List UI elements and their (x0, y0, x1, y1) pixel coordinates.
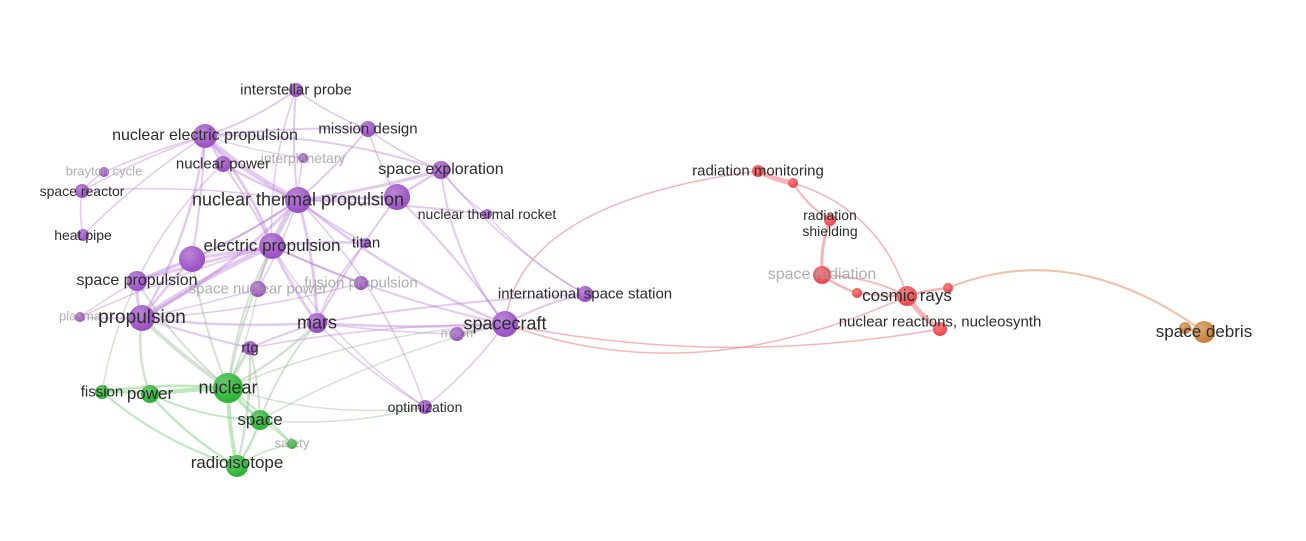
graph-node-ntr[interactable] (482, 209, 492, 219)
graph-node-nep[interactable] (193, 124, 217, 148)
network-edge (140, 316, 319, 327)
graph-node-cr[interactable] (897, 286, 917, 306)
graph-node-snp[interactable] (250, 281, 266, 297)
graph-node-sp[interactable] (127, 271, 147, 291)
graph-node-ri[interactable] (226, 455, 248, 477)
network-edge (149, 393, 261, 421)
graph-node-spc[interactable] (250, 410, 270, 430)
network-edge (424, 323, 506, 408)
graph-node-rs[interactable] (824, 214, 836, 226)
graph-node-iss[interactable] (577, 286, 593, 302)
graph-node-ua[interactable] (384, 184, 410, 210)
graph-node-nrn[interactable] (933, 322, 947, 336)
graph-node-ep[interactable] (259, 233, 285, 259)
graph-node-sra[interactable] (813, 266, 831, 284)
graph-node-ip[interactable] (289, 83, 303, 97)
network-edge (486, 213, 586, 295)
network-edge (148, 392, 239, 468)
network-edge (316, 293, 586, 324)
graph-node-po[interactable] (141, 385, 159, 403)
network-edge (249, 323, 506, 349)
graph-node-fi[interactable] (95, 385, 109, 399)
network-edge (396, 196, 506, 325)
graph-node-pr[interactable] (129, 305, 155, 331)
graph-node-ti[interactable] (361, 238, 371, 248)
graph-node-r1[interactable] (788, 178, 798, 188)
graph-node-r2[interactable] (852, 288, 862, 298)
network-edge (140, 198, 300, 320)
network-edge (101, 391, 238, 467)
network-edge (504, 295, 908, 354)
graph-node-se[interactable] (432, 161, 450, 179)
network-edge (259, 406, 426, 423)
graph-node-op[interactable] (418, 400, 432, 414)
network-edge (227, 245, 273, 389)
network-edge (271, 245, 506, 325)
network-edge (136, 280, 229, 389)
network-edge (101, 280, 138, 393)
network-edge (259, 322, 318, 421)
network-edge (296, 168, 443, 202)
network-edge (204, 134, 442, 171)
network-edge (297, 199, 426, 408)
network-edge (316, 322, 458, 335)
graph-node-sc[interactable] (492, 311, 518, 337)
graph-node-ma[interactable] (307, 313, 327, 333)
graph-node-pl[interactable] (75, 312, 85, 322)
graph-node-ub[interactable] (179, 246, 205, 272)
graph-node-md[interactable] (360, 121, 376, 137)
network-edge (367, 128, 442, 171)
network-edge (270, 89, 297, 247)
network-edge (271, 245, 426, 408)
network-edge (792, 182, 908, 297)
network-edge (203, 134, 274, 248)
network-edge (504, 170, 759, 325)
network-edge (140, 134, 207, 320)
graph-node-nu[interactable] (213, 373, 243, 403)
graph-node-ntp[interactable] (285, 187, 311, 213)
network-edge (440, 169, 586, 295)
graph-node-sd[interactable] (1193, 321, 1215, 343)
network-edge (295, 89, 369, 130)
network-edge (141, 282, 362, 319)
network-edge (504, 323, 941, 349)
network-edge (204, 127, 369, 137)
network-edge (81, 187, 299, 201)
graph-node-np[interactable] (215, 156, 231, 172)
graph-node-sa[interactable] (287, 439, 297, 449)
graph-node-r3[interactable] (943, 283, 953, 293)
network-edge (296, 198, 507, 326)
network-edge (259, 323, 506, 421)
network-edge (191, 135, 206, 260)
network-edge (296, 198, 319, 325)
graph-node-mo[interactable] (450, 327, 464, 341)
network-edge (79, 245, 273, 318)
network-edge (136, 199, 299, 282)
network-edge (227, 387, 426, 412)
graph-node-rtg[interactable] (243, 341, 257, 355)
network-edge (292, 89, 299, 201)
network-edge (316, 322, 426, 408)
network-edge (947, 269, 1205, 333)
network-edge (440, 169, 506, 325)
graph-node-hp[interactable] (77, 229, 89, 241)
network-edge (227, 323, 506, 389)
network-edge (139, 243, 275, 321)
graph-node-bc[interactable] (99, 167, 109, 177)
network-edge (82, 135, 206, 236)
network-edge (270, 240, 368, 248)
network-edge (792, 182, 831, 221)
network-edge (235, 346, 252, 468)
network-edge (81, 135, 206, 192)
graph-node-fp[interactable] (354, 276, 368, 290)
graph-node-rm[interactable] (752, 165, 764, 177)
network-edge (136, 163, 224, 282)
graph-node-ipl[interactable] (298, 153, 308, 163)
network-edge (315, 321, 507, 328)
graph-node-sr[interactable] (75, 184, 89, 198)
graph-node-o1[interactable] (1179, 322, 1191, 334)
network-edge (316, 196, 398, 324)
